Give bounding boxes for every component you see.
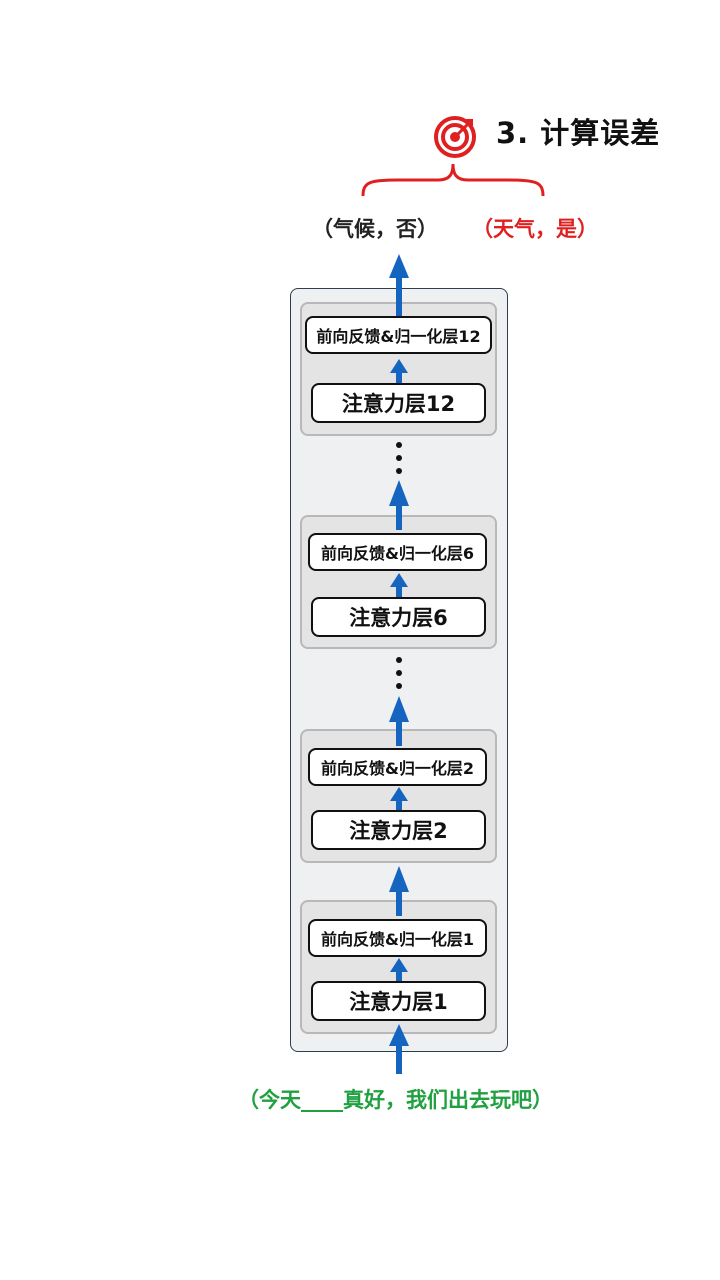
error-brace [361,163,545,197]
attention-layer-2: 注意力层2 [311,810,486,850]
output-label-target: （天气，是） [472,217,598,241]
ffn-norm-layer-1: 前向反馈&归一化层1 [308,919,487,957]
ellipsis-dot [396,670,402,676]
ffn-norm-layer-12: 前向反馈&归一化层12 [305,316,492,354]
output-label-predicted: （气候，否） [312,217,438,241]
attention-layer-12: 注意力层12 [311,383,486,423]
input-sentence: （今天____真好，我们出去玩吧） [238,1088,553,1112]
ellipsis-dot [396,455,402,461]
ellipsis-dot [396,657,402,663]
step-title: 3. 计算误差 [496,116,661,150]
attention-layer-6: 注意力层6 [311,597,486,637]
attention-layer-1: 注意力层1 [311,981,486,1021]
ffn-norm-layer-6: 前向反馈&归一化层6 [308,533,487,571]
ellipsis-dot [396,442,402,448]
ellipsis-dot [396,683,402,689]
target-icon [434,116,476,158]
ellipsis-dot [396,468,402,474]
ffn-norm-layer-2: 前向反馈&归一化层2 [308,748,487,786]
